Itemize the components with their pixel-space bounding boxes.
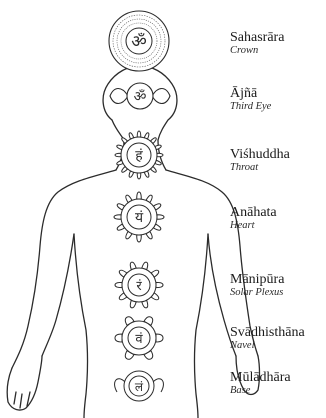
label-ajna: Ājñā Third Eye <box>230 86 271 113</box>
chakra-name: Ājñā <box>230 86 271 101</box>
chakra-english-name: Crown <box>230 45 284 57</box>
label-sahasrara: Sahasrāra Crown <box>230 30 284 57</box>
lotus-petal <box>137 192 142 199</box>
chakra-name: Svādhisthāna <box>230 325 305 340</box>
chakra-name: Mūlādhāra <box>230 370 291 385</box>
left-fingers <box>14 392 30 408</box>
svadhisthana-bija-glyph: वं <box>135 332 143 347</box>
vishuddha-bija-glyph: हं <box>135 148 143 164</box>
chakra-name: Mānipūra <box>230 272 284 287</box>
label-vishuddha: Viśhuddha Throat <box>230 147 290 174</box>
lotus-petal <box>157 153 163 157</box>
chakra-name: Viśhuddha <box>230 147 290 162</box>
torso-right <box>195 234 209 418</box>
left-inner-arm <box>42 234 74 356</box>
label-muladhara: Mūlādhāra Base <box>230 370 291 397</box>
chakra-english-name: Base <box>230 385 291 397</box>
chakra-english-name: Throat <box>230 162 290 174</box>
anahata-bija-glyph: यं <box>135 210 144 226</box>
jaw-outline <box>112 120 124 140</box>
chakra-english-name: Solar Plexus <box>230 287 284 299</box>
lotus-petal <box>137 173 141 179</box>
lotus-petal <box>157 215 164 220</box>
lotus-petal <box>115 153 121 157</box>
lotus-petal <box>137 235 142 242</box>
ajna-bija-glyph: ॐ <box>134 89 147 105</box>
label-manipura: Mānipūra Solar Plexus <box>230 272 284 299</box>
chakra-english-name: Heart <box>230 220 277 232</box>
left-hand <box>7 356 42 410</box>
torso-left <box>74 234 88 418</box>
chakra-name: Sahasrāra <box>230 30 284 45</box>
crown-bija-glyph: ॐ <box>131 32 147 52</box>
lotus-petal <box>156 334 163 342</box>
muladhara-bija-glyph: लं <box>135 380 144 394</box>
chakra-english-name: Navel <box>230 340 305 352</box>
lotus-petal <box>115 282 122 287</box>
chakra-name: Anāhata <box>230 205 277 220</box>
label-anahata: Anāhata Heart <box>230 205 277 232</box>
manipura-bija-glyph: रं <box>136 279 142 294</box>
lotus-petal <box>137 131 141 137</box>
label-svadhisthana: Svādhisthāna Navel <box>230 325 305 352</box>
lotus-petal <box>156 282 163 287</box>
left-shoulder-arm <box>12 170 116 368</box>
lotus-petal <box>115 334 122 342</box>
chakra-english-name: Third Eye <box>230 101 271 113</box>
lotus-petal <box>114 215 121 220</box>
